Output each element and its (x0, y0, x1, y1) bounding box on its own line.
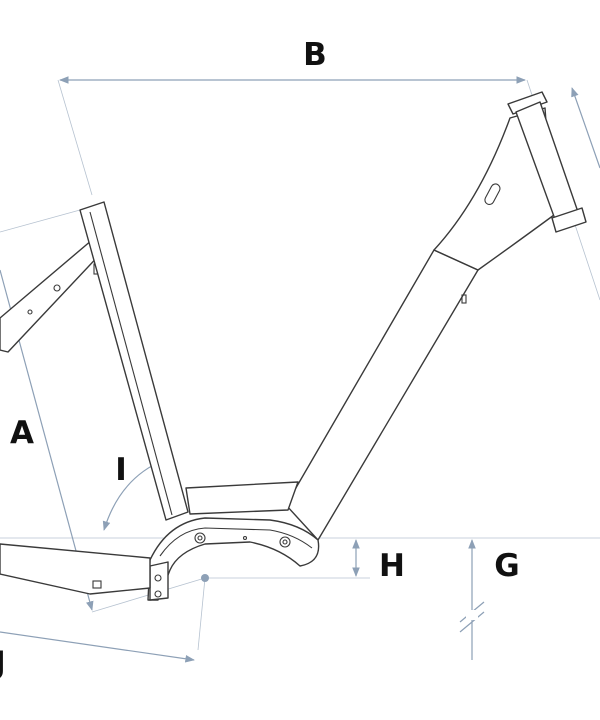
chain-stay (0, 543, 151, 595)
dimension-g: G (459, 539, 520, 660)
seat-stay (0, 238, 105, 353)
label-j: J (0, 645, 6, 681)
label-g: G (494, 548, 519, 584)
dimension-head-tube (571, 87, 600, 169)
label-b: B (303, 37, 327, 73)
motor-cover (185, 481, 299, 515)
seat-tube (79, 201, 189, 521)
head-tube (507, 91, 548, 115)
down-tube (285, 249, 479, 541)
label-h: H (379, 548, 405, 584)
bottom-bracket-point (201, 574, 209, 582)
label-a: A (10, 415, 34, 451)
dimension-j: J (0, 631, 195, 681)
bike-frame (0, 91, 587, 601)
dimension-h: H (352, 539, 405, 584)
label-i: I (115, 452, 127, 488)
motor-housing (147, 517, 320, 601)
dimension-b: B (59, 37, 526, 84)
